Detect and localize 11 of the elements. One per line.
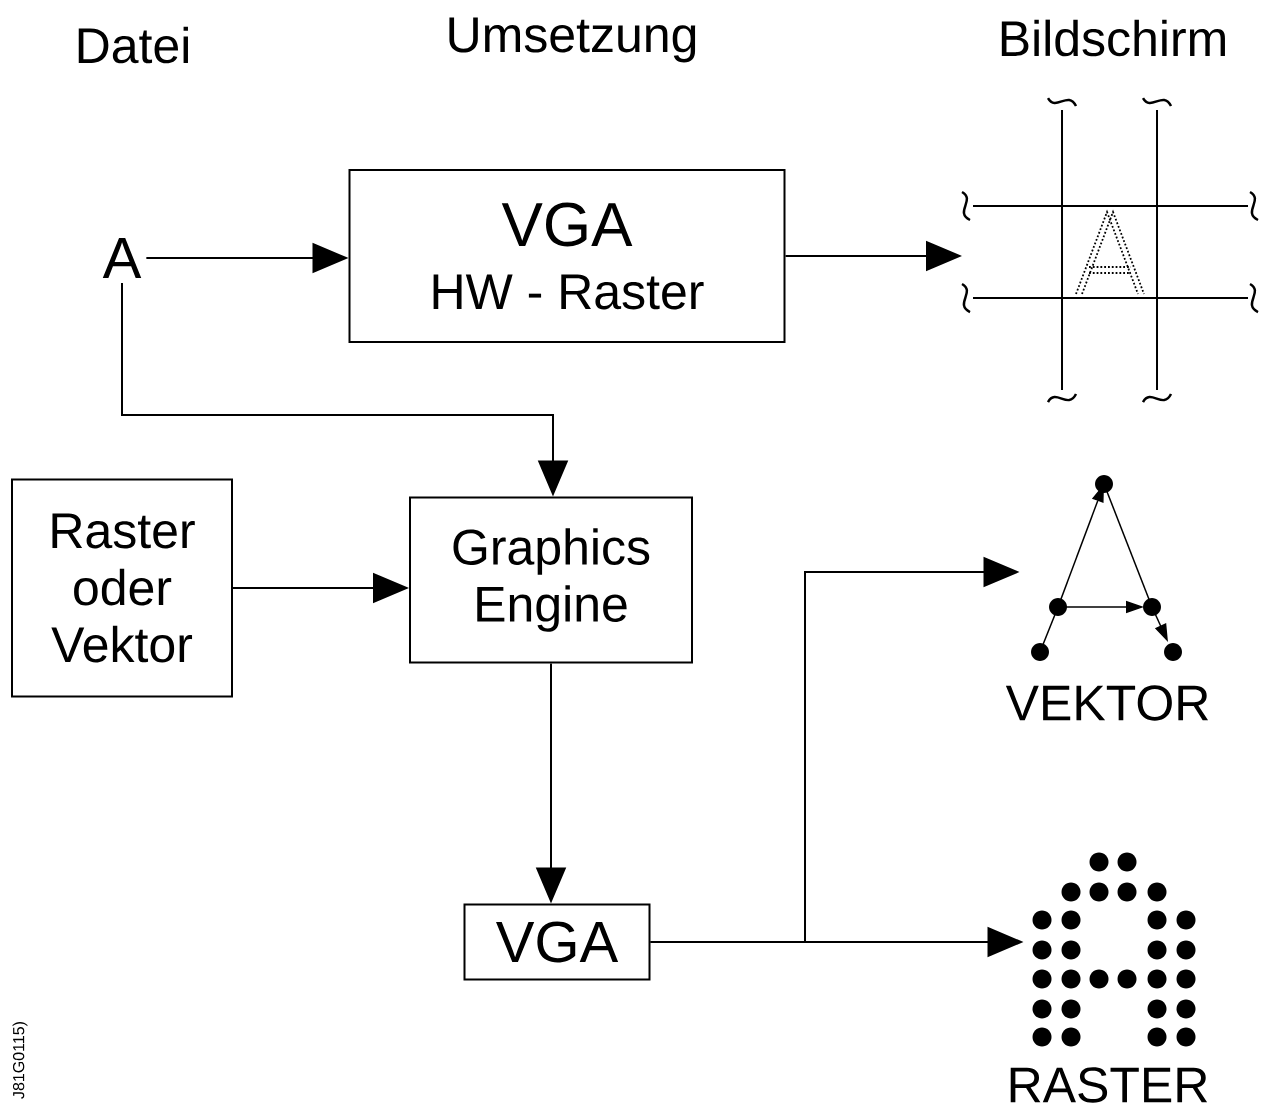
column-heading: Umsetzung: [449, 17, 696, 63]
process-box: Graphics Engine: [409, 496, 693, 664]
column-heading: Datei: [78, 26, 188, 64]
process-box: VGA: [463, 903, 651, 981]
process-box: VGA HW - Raster: [348, 169, 786, 343]
reference-code: J81G0115): [12, 1022, 28, 1099]
node-label: VEKTOR: [1005, 685, 1209, 721]
process-box: Raster oder Vektor: [11, 478, 233, 698]
screen-grid-drawing: [961, 97, 1259, 403]
node-label: RASTER: [1010, 1067, 1208, 1103]
letter-symbol: A: [102, 238, 142, 278]
